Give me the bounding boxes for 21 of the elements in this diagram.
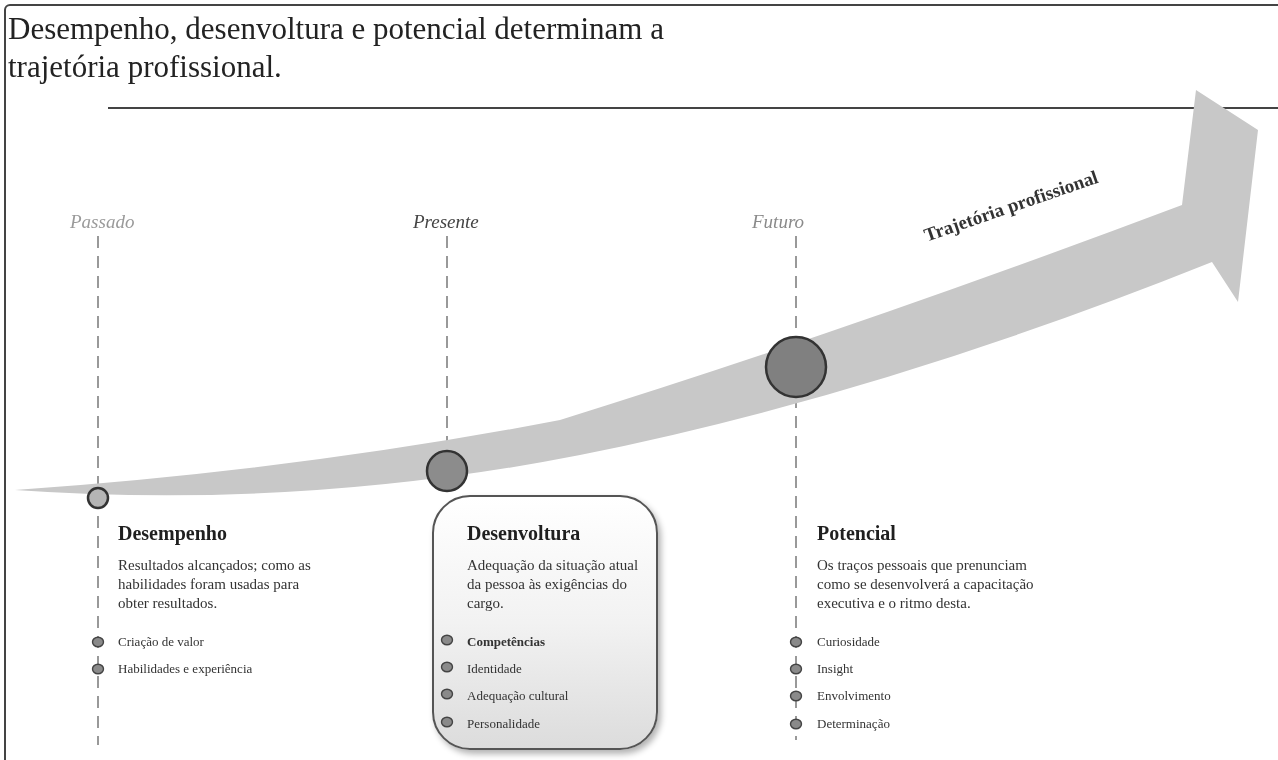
list-item: Insight: [817, 660, 854, 678]
list-item: Criação de valor: [118, 633, 204, 651]
time-label: Passado: [70, 210, 135, 234]
section-heading: Desempenho: [118, 521, 227, 547]
section-description: Adequação da situação atual da pessoa às exigências do cargo.: [467, 556, 640, 613]
list-item: Determinação: [817, 715, 890, 733]
section-description: Os traços pessoais que prenunciam como se desenvolverá a capacitação executiva e o ritmo desta.: [817, 556, 1035, 613]
list-item: Competências: [467, 633, 545, 651]
list-item: Curiosidade: [817, 633, 880, 651]
list-item: Identidade: [467, 660, 522, 678]
section-heading: Desenvoltura: [467, 521, 581, 546]
list-item: Envolvimento: [817, 687, 891, 705]
title: Desempenho, desenvoltura e potencial determinam a trajetória profissional.: [8, 10, 665, 86]
section-heading: Potencial: [817, 521, 896, 546]
time-label: Presente: [413, 210, 479, 234]
section-description: Resultados alcançados; como as habilidades foram usadas para obter resultados.: [118, 556, 312, 613]
list-item: Personalidade: [467, 715, 540, 733]
time-label: Futuro: [752, 210, 805, 234]
list-item: Adequação cultural: [467, 687, 569, 705]
list-item: Habilidades e experiência: [118, 660, 253, 678]
rounded-panel: [432, 495, 658, 750]
